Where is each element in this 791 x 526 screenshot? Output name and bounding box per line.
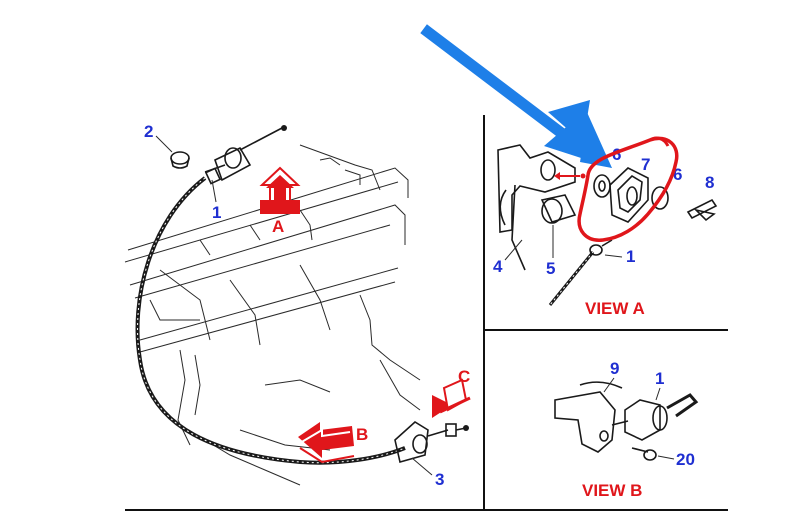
bracket-part-3 [394, 421, 469, 463]
view-b: 9 1 20 VIEW B [554, 359, 699, 500]
blue-pointer-arrow [420, 24, 612, 168]
arrow-label-b: B [356, 425, 368, 444]
callout-2: 2 [144, 122, 153, 141]
view-b-callout-1: 1 [655, 369, 664, 388]
view-b-callout-9: 9 [610, 359, 619, 378]
view-a-callout-8: 8 [705, 173, 714, 192]
red-highlight-circle [577, 136, 679, 242]
cap-part-2 [170, 151, 190, 169]
view-a-title: VIEW A [585, 299, 645, 318]
view-a-callout-7: 7 [641, 155, 650, 174]
callout-1: 1 [212, 203, 221, 222]
arrow-a [259, 166, 301, 214]
view-a-callout-1: 1 [626, 247, 635, 266]
view-a-callout-4: 4 [493, 257, 503, 276]
view-a-callout-5: 5 [546, 259, 555, 278]
arrow-b [298, 422, 355, 464]
engine-block [124, 144, 421, 486]
cable-end-fitting [204, 125, 287, 185]
main-view: 2 1 3 A B C [124, 122, 471, 489]
view-a-callout-6-left: 6 [612, 145, 621, 164]
callout-3: 3 [435, 470, 444, 489]
panel-frames [125, 115, 728, 511]
arrow-label-a: A [272, 217, 284, 236]
view-a: 6 7 6 8 4 5 1 VIEW A [493, 144, 718, 318]
arrow-label-c: C [458, 367, 470, 386]
view-b-callout-20: 20 [676, 450, 695, 469]
view-a-callout-6-right: 6 [673, 165, 682, 184]
view-b-title: VIEW B [582, 481, 642, 500]
arrow-c [432, 378, 471, 418]
